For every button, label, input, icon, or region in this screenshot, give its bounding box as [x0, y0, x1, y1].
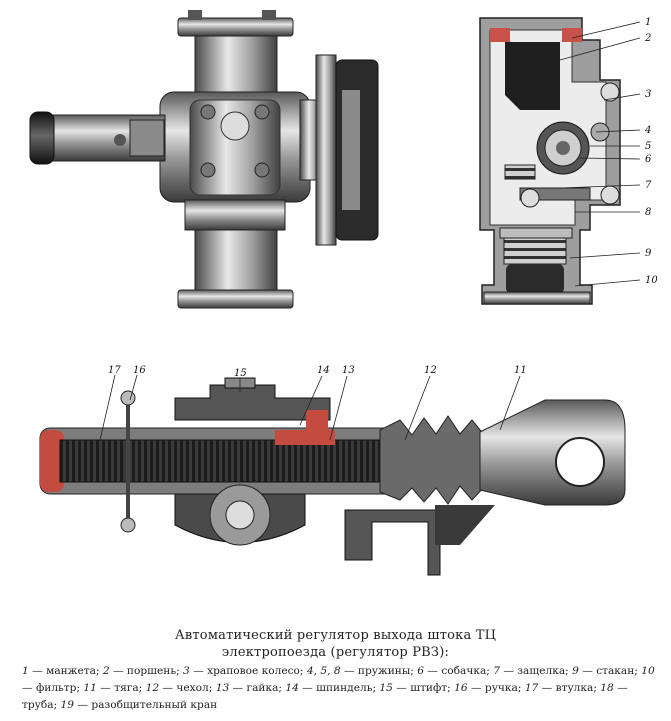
legend-number: 18	[600, 681, 614, 694]
legend-number: 11	[83, 681, 97, 694]
label-11: 11	[514, 365, 527, 376]
external-view	[29, 10, 379, 309]
legend-item: 4, 5, 8 — пружины;	[307, 665, 414, 677]
legend-text: — стакан;	[578, 665, 638, 677]
legend-text: — собачка;	[423, 665, 490, 677]
legend-number: 10	[641, 665, 655, 677]
legend-item: 11 — тяга;	[83, 682, 142, 694]
legend-text: — чехол;	[159, 681, 213, 694]
legend-text: — манжета;	[28, 665, 100, 677]
legend-number: 16	[454, 681, 468, 694]
label-8: 8	[645, 207, 651, 218]
legend-item: 2 — поршень;	[103, 665, 180, 677]
legend-text: — поршень;	[109, 665, 180, 677]
cross-section-view	[479, 17, 621, 305]
label-13: 13	[342, 365, 355, 376]
label-14: 14	[317, 365, 330, 376]
legend-item: 7 — защелка;	[493, 665, 569, 677]
legend-item: 17 — втулка;	[525, 682, 597, 694]
label-9: 9	[645, 248, 652, 259]
legend-item: 3 — храповое колесо;	[183, 665, 303, 677]
legend-text: — шпиндель;	[298, 681, 377, 694]
regulator-diagram: 1 2 3 4 5 6 7 8 9 10	[29, 10, 658, 576]
legend-item: 15 — штифт;	[379, 682, 450, 694]
legend-number: 14	[285, 681, 299, 694]
legend-number: 7	[493, 665, 500, 677]
label-4: 4	[644, 125, 651, 136]
caption-line-2: электропоезда (регулятор РВЗ):	[221, 645, 450, 660]
legend-text: — штифт;	[392, 681, 451, 694]
legend-item: 19 — разобщительный кран	[61, 699, 218, 711]
label-2: 2	[644, 33, 651, 44]
legend-number: 17	[524, 681, 539, 694]
legend-item: 6 — собачка;	[417, 665, 490, 677]
label-3: 3	[645, 89, 651, 100]
legend-number: 12	[145, 681, 160, 694]
legend-item: 16 — ручка;	[454, 682, 521, 694]
legend-item: 18 — труба;	[22, 682, 628, 711]
label-10: 10	[645, 275, 658, 286]
legend-item: 10 — фильтр;	[22, 665, 655, 694]
legend-item: 1 — манжета;	[22, 665, 99, 677]
legend-number: 1	[22, 665, 29, 677]
leader-lines-bottom	[99, 374, 521, 441]
legend-text: — труба;	[22, 681, 628, 711]
label-6: 6	[645, 154, 652, 165]
legend-item: 12 — чехол;	[146, 682, 213, 694]
caption-line-1: Автоматический регулятор выхода штока ТЦ	[174, 628, 497, 643]
label-5: 5	[645, 141, 651, 152]
legend-text: — втулка;	[538, 681, 597, 694]
legend-text: — разобщительный кран	[74, 698, 218, 711]
legend-number: 6	[417, 665, 424, 677]
legend-number: 13	[215, 681, 230, 694]
legend-item: 13 — гайка;	[216, 682, 282, 694]
legend-text: — ручка;	[467, 681, 522, 694]
legend-text: — фильтр;	[22, 681, 81, 694]
legend-number: 9	[572, 665, 579, 677]
legend-number: 2	[102, 665, 110, 677]
legend-text: — гайка;	[229, 681, 282, 694]
legend-item: 9 — стакан;	[572, 665, 638, 677]
leader-lines-top	[559, 21, 641, 287]
label-17: 17	[108, 365, 121, 376]
legend-number: 3	[183, 665, 190, 677]
legend-number: 19	[60, 698, 74, 711]
legend: 1 — манжета; 2 — поршень; 3 — храповое к…	[22, 663, 662, 713]
legend-text: — защелка;	[499, 665, 569, 677]
label-15: 15	[234, 368, 247, 379]
label-16: 16	[133, 365, 146, 376]
legend-item: 14 — шпиндель;	[285, 682, 376, 694]
label-1: 1	[645, 17, 651, 28]
longitudinal-section	[39, 377, 626, 576]
legend-text: — тяга;	[96, 681, 143, 694]
legend-number: 15	[379, 681, 393, 694]
legend-text: — пружины;	[340, 665, 414, 677]
legend-number: 4, 5, 8	[306, 665, 341, 677]
label-7: 7	[645, 180, 652, 191]
label-12: 12	[424, 365, 437, 376]
legend-text: — храповое колесо;	[189, 665, 304, 677]
